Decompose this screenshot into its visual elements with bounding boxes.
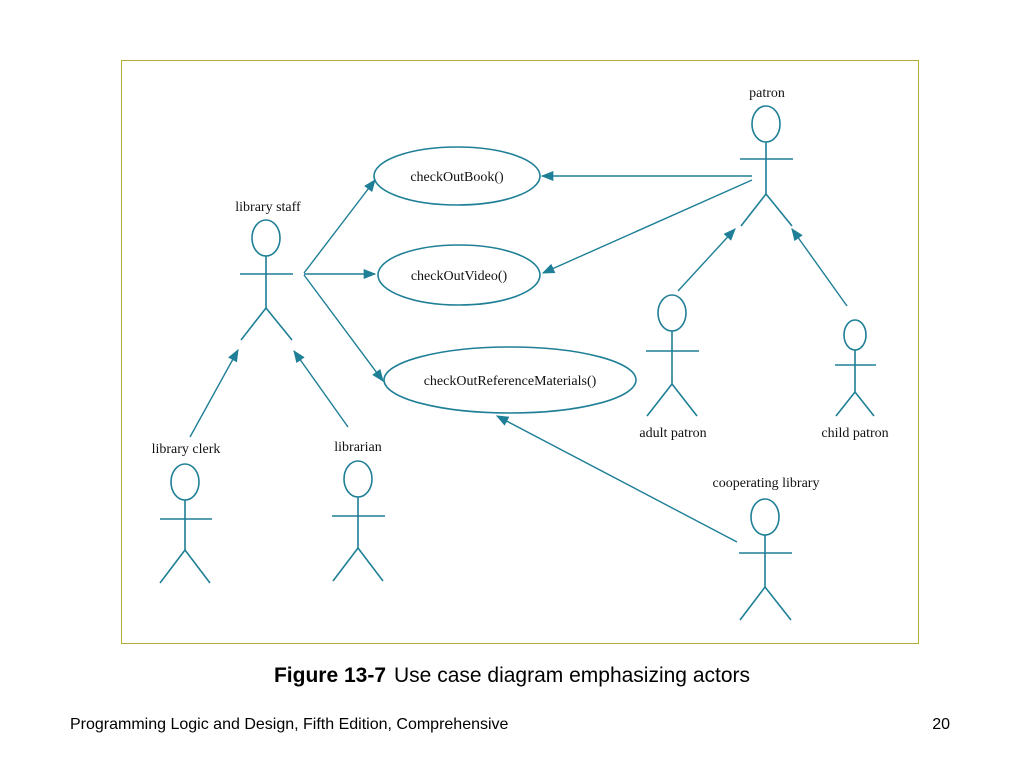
actor-label-child-patron: child patron <box>821 426 888 441</box>
footer-book-title: Programming Logic and Design, Fifth Edit… <box>70 716 509 733</box>
actor-label-library-staff: library staff <box>235 200 301 215</box>
use-case-label-check-out-video: checkOutVideo() <box>411 269 508 284</box>
use-case-check-out-reference <box>383 346 637 414</box>
actor-librarian <box>332 460 385 582</box>
footer-page-number: 20 <box>932 716 950 733</box>
use-case-label-check-out-book: checkOutBook() <box>410 170 504 185</box>
association-patron-to-video <box>541 179 753 274</box>
actor-child-patron <box>835 319 876 417</box>
generalization-child-to-patron <box>791 227 848 307</box>
actor-patron <box>740 105 793 227</box>
use-case-label-check-out-reference: checkOutReferenceMaterials() <box>424 374 597 389</box>
figure-caption: Figure 13-7 Use case diagram emphasizing … <box>0 664 1024 688</box>
actor-label-patron: patron <box>749 86 785 101</box>
generalization-adult-to-patron <box>677 228 736 292</box>
association-staff-to-book <box>303 178 376 274</box>
actor-cooperating-library <box>739 498 792 621</box>
actor-label-cooperating-library: cooperating library <box>713 476 820 491</box>
figure-number: Figure 13-7 <box>273 664 387 687</box>
actor-label-library-clerk: library clerk <box>152 442 221 457</box>
generalization-clerk-to-staff <box>189 348 239 438</box>
actor-label-librarian: librarian <box>334 440 381 455</box>
actor-label-adult-patron: adult patron <box>639 426 706 441</box>
association-cooperating-to-reference <box>495 415 738 543</box>
association-staff-to-reference <box>303 274 384 383</box>
use-case-check-out-book <box>373 146 541 206</box>
use-case-check-out-video <box>377 244 541 306</box>
figure-caption-text: Use case diagram emphasizing actors <box>394 664 751 687</box>
actor-adult-patron <box>646 294 699 417</box>
generalization-librarian-to-staff <box>293 349 349 428</box>
actor-library-staff <box>240 219 293 341</box>
actor-library-clerk <box>159 463 212 584</box>
